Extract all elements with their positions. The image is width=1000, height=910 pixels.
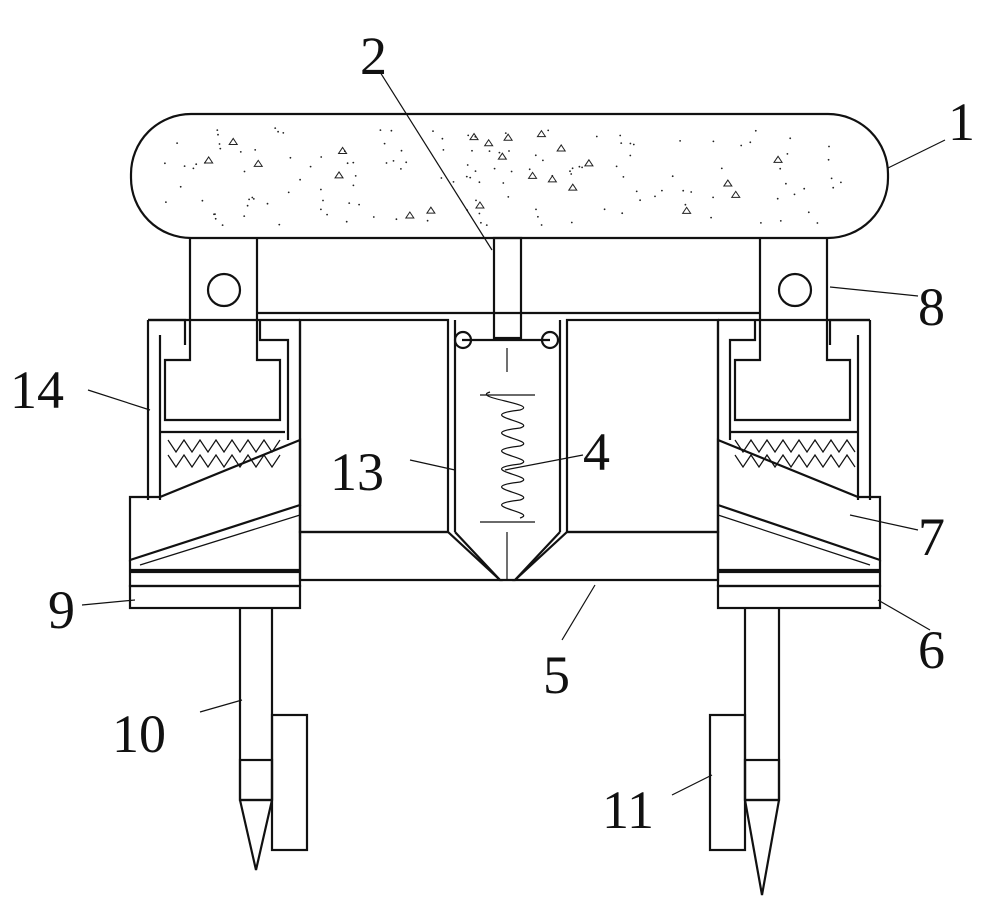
right-sleeve (716, 318, 882, 572)
leader-lines (81, 71, 946, 796)
right-foot-pad (716, 570, 882, 610)
left-sleeve (128, 318, 302, 572)
label-2: 2 (360, 26, 387, 86)
part-labels: 1 2 8 14 13 4 7 9 6 5 10 11 (10, 26, 975, 840)
label-13: 13 (330, 442, 384, 502)
seat-cushion (129, 112, 890, 240)
base-plate (298, 530, 720, 582)
label-1: 1 (948, 92, 975, 152)
label-4: 4 (583, 422, 610, 482)
seat-speckle-texture (164, 127, 842, 227)
label-6: 6 (918, 620, 945, 680)
label-14: 14 (10, 360, 64, 420)
label-9: 9 (48, 580, 75, 640)
left-hanger (163, 238, 282, 422)
label-11: 11 (602, 780, 654, 840)
label-8: 8 (918, 277, 945, 337)
label-5: 5 (543, 645, 570, 705)
left-foot-pad (128, 570, 302, 610)
label-10: 10 (112, 704, 166, 764)
label-7: 7 (918, 507, 945, 567)
center-rod (453, 236, 560, 372)
right-hanger (733, 238, 852, 422)
right-leg (708, 608, 781, 896)
left-leg (238, 608, 309, 871)
